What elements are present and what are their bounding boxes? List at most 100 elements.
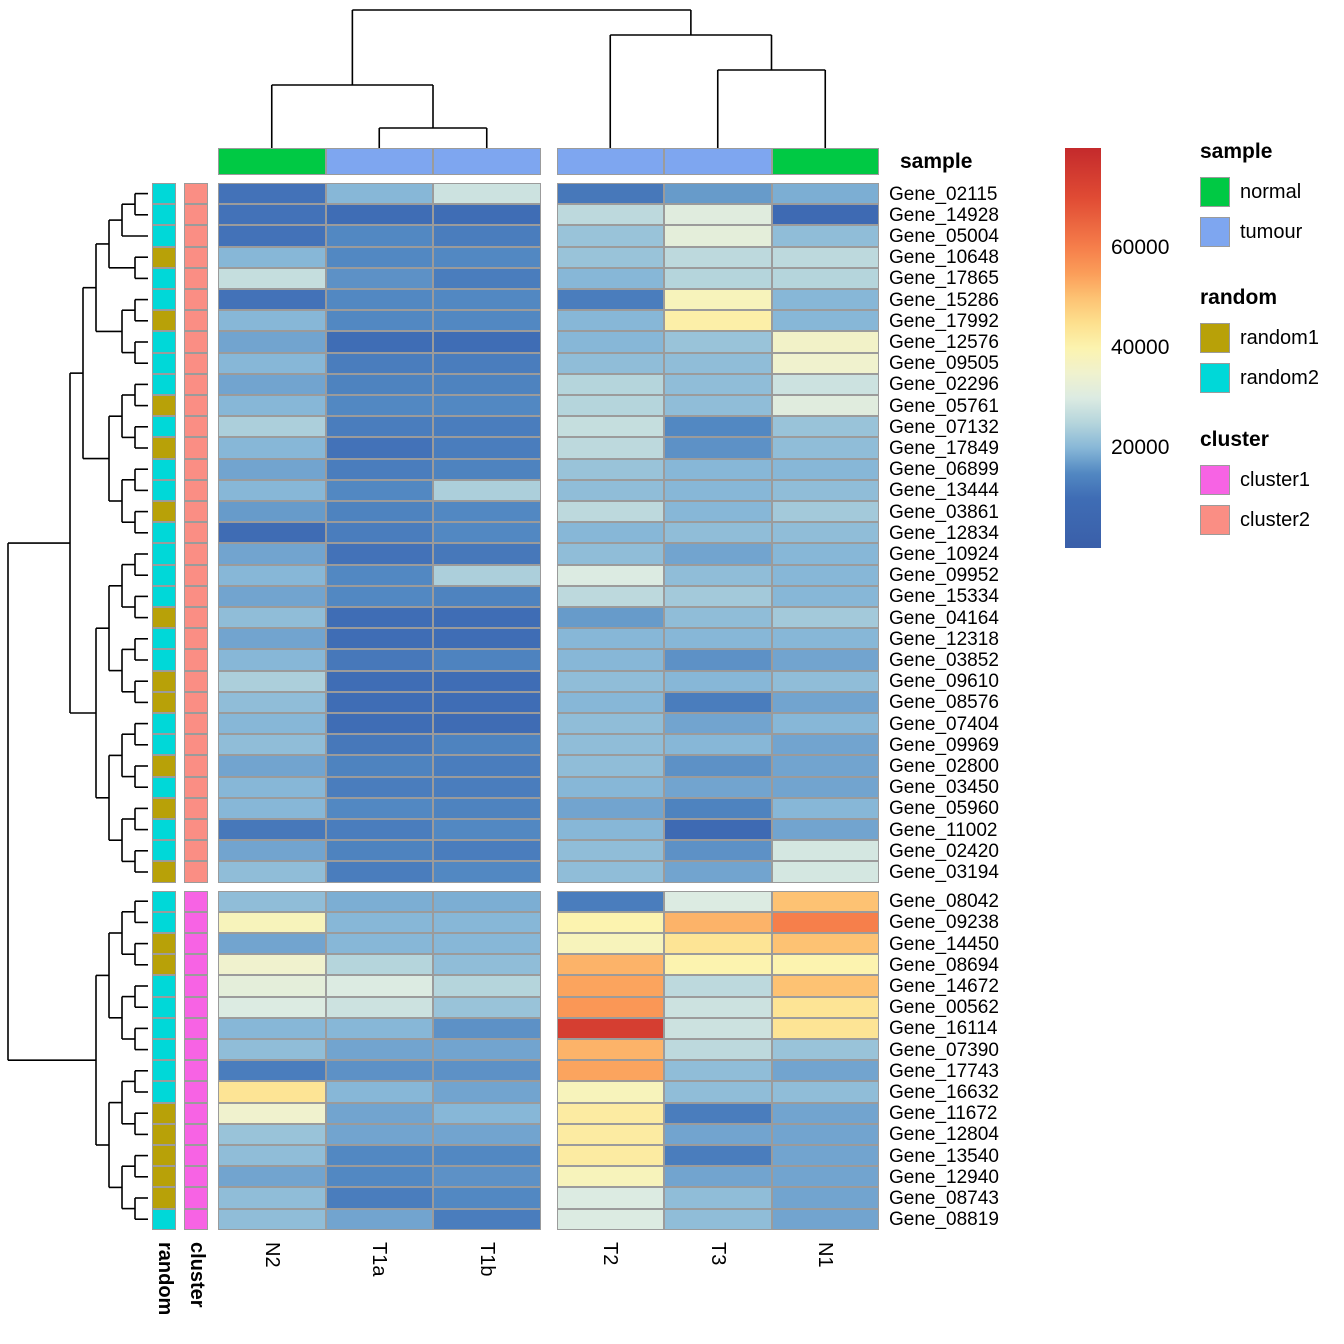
heatmap-cell	[771, 691, 879, 713]
heatmap-cell	[218, 225, 326, 247]
heatmap-cell	[556, 585, 664, 607]
heatmap-cell	[664, 289, 772, 311]
heatmap-cell	[325, 501, 433, 523]
heatmap-cell	[218, 691, 326, 713]
heatmap-cell	[664, 543, 772, 565]
heatmap-cell	[556, 1166, 664, 1188]
heatmap-cell	[433, 954, 541, 976]
cluster-annotation-cell	[184, 1145, 208, 1167]
heatmap-cell	[325, 1208, 433, 1230]
gene-label: Gene_05761	[889, 395, 999, 417]
gene-label: Gene_12940	[889, 1166, 999, 1188]
heatmap-cell	[433, 458, 541, 480]
cluster-annotation-cell	[184, 755, 208, 777]
heatmap-cell	[664, 352, 772, 374]
colorbar-tick-label: 60000	[1111, 236, 1170, 259]
heatmap-cell	[771, 954, 879, 976]
heatmap-cell	[218, 670, 326, 692]
cluster-annotation-cell	[184, 289, 208, 311]
random-annotation-cell	[152, 564, 176, 586]
gene-label: Gene_17865	[889, 268, 999, 290]
heatmap-cell	[664, 331, 772, 353]
gene-label: Gene_09238	[889, 912, 999, 934]
heatmap-cell	[664, 522, 772, 544]
random-annotation-cell	[152, 395, 176, 417]
gene-label: Gene_02420	[889, 840, 999, 862]
heatmap-cell	[433, 585, 541, 607]
random-annotation-cell	[152, 501, 176, 523]
heatmap-cell	[325, 225, 433, 247]
heatmap-cell	[771, 501, 879, 523]
heatmap-cell	[325, 840, 433, 862]
heatmap-cell	[771, 1102, 879, 1124]
heatmap-cell	[556, 501, 664, 523]
heatmap-cell	[325, 395, 433, 417]
heatmap-cell	[664, 890, 772, 912]
heatmap-cell	[218, 289, 326, 311]
random-annotation-cell	[152, 458, 176, 480]
sample-annotation-cell	[325, 148, 433, 175]
heatmap-cell	[325, 246, 433, 268]
heatmap-cell	[556, 628, 664, 650]
gene-label: Gene_17849	[889, 437, 999, 459]
heatmap-cell	[433, 225, 541, 247]
gene-label: Gene_09969	[889, 734, 999, 756]
heatmap-cell	[218, 649, 326, 671]
cluster-annotation-cell	[184, 713, 208, 735]
random-annotation-cell	[152, 755, 176, 777]
heatmap-cell	[771, 975, 879, 997]
heatmap-cell	[433, 416, 541, 438]
cluster-annotation-cell	[184, 479, 208, 501]
heatmap-cell	[218, 797, 326, 819]
heatmap-cell	[664, 734, 772, 756]
heatmap-cell	[218, 267, 326, 289]
column-label: T1a	[368, 1242, 391, 1277]
heatmap-cell	[218, 373, 326, 395]
heatmap-cell	[771, 1017, 879, 1039]
heatmap-cell	[556, 1081, 664, 1103]
gene-label: Gene_03450	[889, 777, 999, 799]
gene-label: Gene_10648	[889, 247, 999, 269]
heatmap-cell	[218, 755, 326, 777]
heatmap-cell	[325, 373, 433, 395]
heatmap-cell	[218, 458, 326, 480]
heatmap-cell	[325, 437, 433, 459]
column-annotation-title: sample	[900, 150, 973, 173]
column-label: T3	[706, 1242, 729, 1266]
heatmap-cell	[433, 734, 541, 756]
heatmap-cell	[325, 691, 433, 713]
heatmap-cell	[771, 522, 879, 544]
heatmap-cell	[556, 289, 664, 311]
legend-label-tumour: tumour	[1240, 220, 1303, 243]
gene-label: Gene_09505	[889, 353, 999, 375]
heatmap-cell	[218, 890, 326, 912]
heatmap-cell	[325, 670, 433, 692]
heatmap-cell	[664, 1187, 772, 1209]
heatmap-cell	[556, 458, 664, 480]
heatmap-cell	[664, 246, 772, 268]
heatmap-cell	[556, 755, 664, 777]
gene-label: Gene_05004	[889, 225, 999, 247]
heatmap-cell	[771, 840, 879, 862]
heatmap-cell	[433, 975, 541, 997]
legend-random-title: random	[1200, 286, 1278, 309]
heatmap-cell	[218, 911, 326, 933]
heatmap-cell	[433, 797, 541, 819]
heatmap-cell	[218, 1060, 326, 1082]
heatmap-cell	[664, 416, 772, 438]
heatmap-cell	[664, 607, 772, 629]
legend-cluster: cluster cluster1 cluster2	[1200, 428, 1310, 536]
gene-label: Gene_14672	[889, 975, 999, 997]
cluster-annotation-cell	[184, 416, 208, 438]
heatmap-cell	[433, 933, 541, 955]
heatmap-cell	[433, 1145, 541, 1167]
heatmap-cell	[556, 564, 664, 586]
row-annotation-title-random: random	[154, 1242, 176, 1316]
random-annotation-cell	[152, 373, 176, 395]
heatmap-cell	[771, 713, 879, 735]
heatmap-cell	[325, 564, 433, 586]
gene-label: Gene_08576	[889, 692, 999, 714]
heatmap-cell	[218, 1081, 326, 1103]
cluster-annotation-cell	[184, 797, 208, 819]
cluster-annotation-cell	[184, 649, 208, 671]
